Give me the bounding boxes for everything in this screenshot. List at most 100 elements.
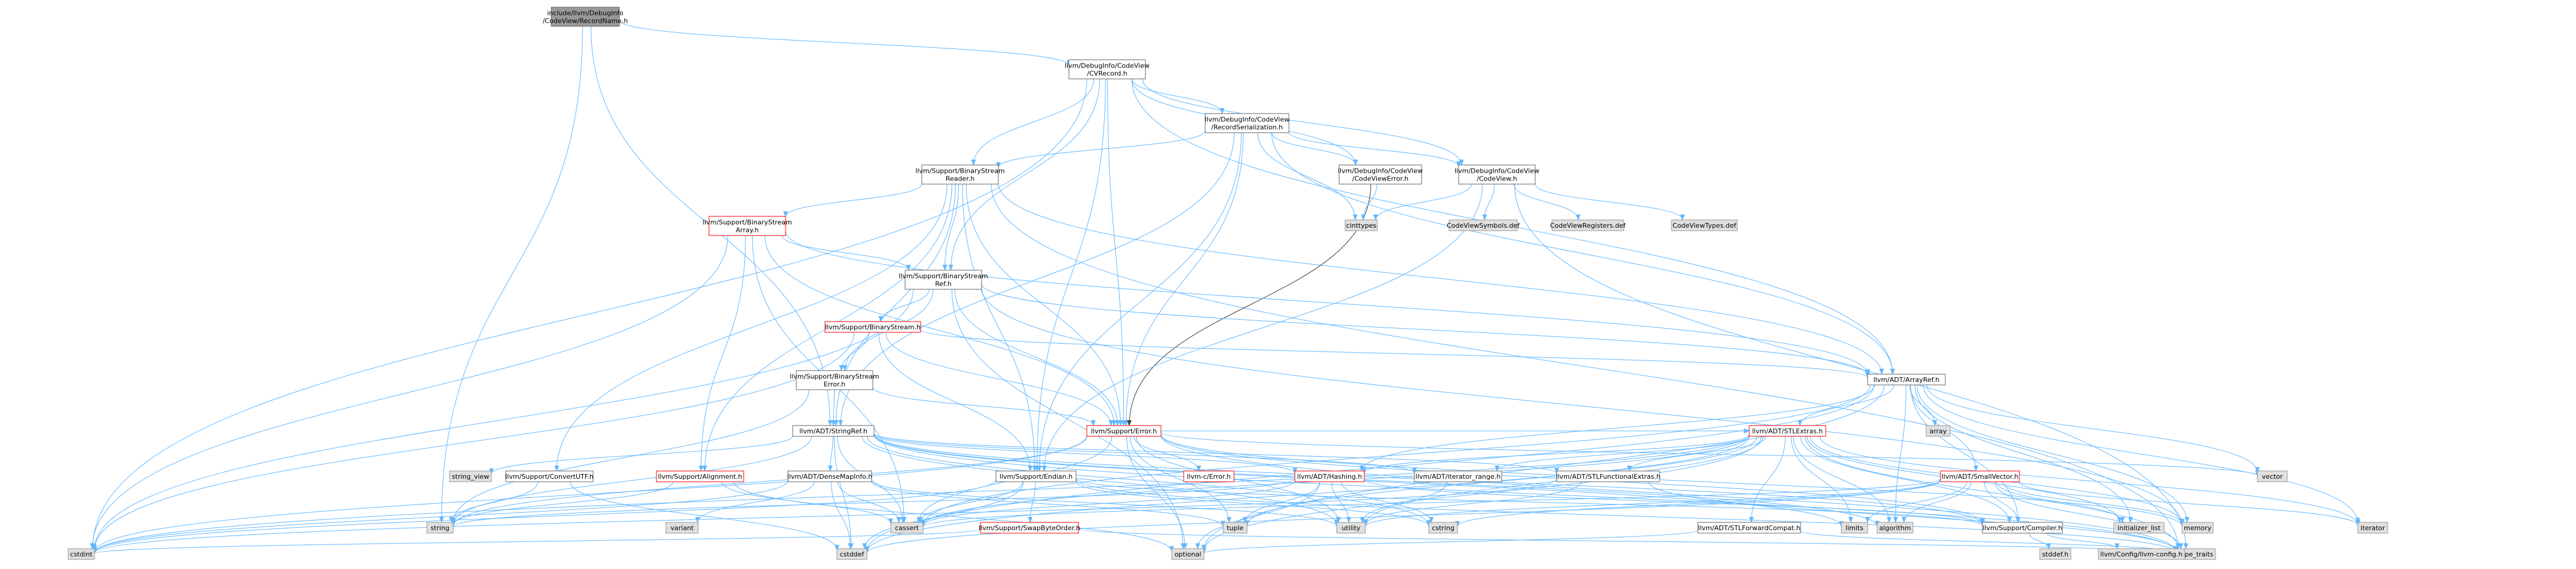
node-box (1344, 219, 1378, 231)
node-label: llvm/Support/BinaryStream (899, 273, 988, 280)
edge-codeview-to-cvtypesdef (1535, 183, 1685, 221)
node-label: llvm/Support/BinaryStream (702, 219, 792, 227)
node-label: Error.h (824, 381, 845, 388)
edge-cvrecord-to-recser (1132, 78, 1225, 114)
edge-compiler-to-llvmconfig (2046, 533, 2120, 549)
node-alignment[interactable]: llvm/Support/Alignment.h (656, 470, 744, 482)
node-label: string_view (452, 473, 489, 481)
node-box (1294, 470, 1365, 482)
node-box (995, 470, 1077, 482)
edge-stringref-to-typetraits (873, 435, 2178, 553)
node-label: llvm/Support/BinaryStream (790, 373, 879, 381)
edge-smallvector-to-cassert (921, 478, 1941, 528)
edge-hashing-to-cassert (921, 480, 1295, 527)
edge-recser-to-stringref (838, 132, 1234, 426)
node-label: variant (671, 524, 695, 532)
edge-alignment-to-string (451, 481, 673, 526)
node-box (1339, 164, 1422, 185)
edge-densemapinfo-to-tuple (871, 481, 1226, 527)
node-label: llvm/Support/Endian.h (1000, 473, 1072, 481)
node-error[interactable]: llvm/Support/Error.h (1086, 425, 1162, 437)
node-label: CodeViewTypes.def (1673, 222, 1737, 230)
node-stlfwdcompat[interactable]: llvm/ADT/STLForwardCompat.h (1697, 522, 1801, 534)
edge-stringref-to-densemapinfo (827, 436, 833, 472)
node-cverror[interactable]: llvm/DebugInfo/CodeView/CodeViewError.h (1338, 164, 1423, 185)
node-cvrecord[interactable]: llvm/DebugInfo/CodeView/CVRecord.h (1065, 59, 1150, 79)
node-label: cstddef (840, 550, 865, 558)
node-stlextras[interactable]: llvm/ADT/STLExtras.h (1749, 425, 1826, 437)
node-label: Reader.h (946, 175, 974, 183)
edge-smallvector-to-memory (2002, 481, 2184, 525)
edge-bstream-to-cstdint (92, 332, 855, 551)
node-stringref[interactable]: llvm/ADT/StringRef.h (792, 425, 875, 437)
node-label: CodeViewSymbols.def (1447, 222, 1520, 230)
node-label: Array.h (736, 227, 759, 234)
node-swapbyte[interactable]: llvm/Support/SwapByteOrder.h (979, 522, 1080, 534)
edge-recser-to-cverror (1272, 132, 1358, 166)
edge-hashing-to-compiler (1364, 478, 1985, 525)
node-label: initializer_list (2117, 524, 2161, 532)
node-label: llvm/Support/SwapByteOrder.h (979, 524, 1080, 532)
node-box (656, 470, 744, 482)
edge-stringref-to-algorithm (873, 435, 1880, 527)
node-initlist: initializer_list (2113, 522, 2165, 534)
edge-stringref-to-stringview (489, 436, 793, 475)
node-box (68, 548, 95, 560)
edge-hashing-to-utility (1331, 481, 1352, 523)
node-hashing[interactable]: llvm/ADT/Hashing.h (1294, 470, 1365, 482)
node-label: /CodeView/RecordName.h (543, 17, 628, 25)
node-root[interactable]: include/llvm/DebugInfo/CodeView/RecordNa… (543, 7, 628, 27)
node-box (796, 370, 873, 390)
node-box (1841, 522, 1868, 534)
edge-bsreader-to-error (965, 183, 1123, 426)
node-arrayref[interactable]: llvm/ADT/ArrayRef.h (1867, 374, 1946, 386)
node-label: llvm/DebugInfo/CodeView (1205, 116, 1289, 124)
node-label: llvm/DebugInfo/CodeView (1338, 167, 1423, 175)
edge-arrayref-to-initlist (1914, 384, 2133, 523)
node-box (1551, 219, 1624, 231)
node-label: llvm/Support/ConvertUTF.h (505, 473, 594, 481)
edge-smallvector-to-compiler (1984, 481, 2021, 523)
node-vector: vector (2257, 470, 2288, 482)
node-box (1556, 470, 1660, 482)
node-box (787, 470, 872, 482)
node-compiler[interactable]: llvm/Support/Compiler.h (1982, 522, 2063, 534)
edge-smallvector-to-cstddef (864, 479, 1941, 554)
node-convutf[interactable]: llvm/Support/ConvertUTF.h (505, 470, 594, 482)
edge-smallvector-to-utility (1363, 479, 1941, 527)
node-cvregdef: CodeViewRegisters.def (1550, 219, 1627, 231)
edge-stringref-to-cstring (867, 436, 1431, 527)
edge-codeview-to-cvsymdef (1482, 183, 1495, 221)
node-box (1458, 164, 1536, 185)
node-label: llvm/Config/llvm-config.h (2100, 550, 2183, 558)
edge-cverror-to-cinttypes (1361, 183, 1377, 221)
node-box (1068, 59, 1146, 79)
edge-stlextras-to-iterrange (1495, 436, 1750, 472)
node-label: CodeViewRegisters.def (1550, 222, 1627, 230)
edge-convutf-to-cstddef (570, 481, 839, 551)
node-label: llvm/ADT/DenseMapInfo.h (787, 473, 873, 481)
node-cinttypes: cinttypes (1344, 219, 1378, 231)
node-label: type_traits (2178, 550, 2214, 558)
edge-arrayref-to-memory (1917, 384, 2190, 523)
node-bstream[interactable]: llvm/Support/BinaryStream.h (824, 321, 921, 333)
edge-bsref-to-arrayref (981, 283, 1870, 377)
node-utility: utility (1336, 522, 1366, 534)
edge-bsreader-to-typetraits (991, 183, 2181, 549)
node-recser[interactable]: llvm/DebugInfo/CodeView/RecordSerializat… (1205, 113, 1289, 133)
edge-endian-to-cstdint (92, 479, 997, 554)
node-densemapinfo[interactable]: llvm/ADT/DenseMapInfo.h (787, 470, 873, 482)
node-cerrorh[interactable]: llvm-c/Error.h (1183, 470, 1234, 482)
node-stlfunc[interactable]: llvm/ADT/STLFunctionalExtras.h (1556, 470, 1661, 482)
node-iterrange[interactable]: llvm/ADT/iterator_range.h (1414, 470, 1502, 482)
node-smallvector[interactable]: llvm/ADT/SmallVector.h (1940, 470, 2020, 482)
node-label: /RecordSerialization.h (1211, 124, 1283, 131)
edge-bserror-to-error (872, 387, 1096, 426)
node-endian[interactable]: llvm/Support/Endian.h (995, 470, 1077, 482)
edge-recser-to-endian (1037, 132, 1242, 472)
node-codeview[interactable]: llvm/DebugInfo/CodeView/CodeView.h (1454, 164, 1539, 185)
